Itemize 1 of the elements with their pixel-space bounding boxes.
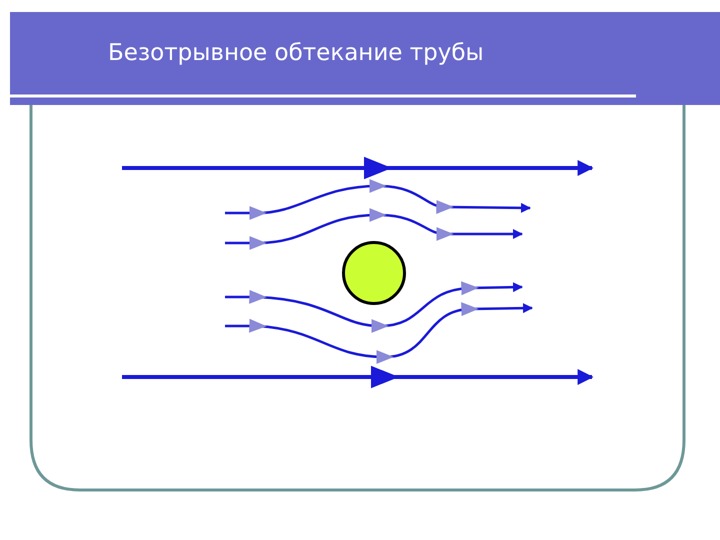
slide-title: Безотрывное обтекание трубы bbox=[108, 40, 484, 66]
